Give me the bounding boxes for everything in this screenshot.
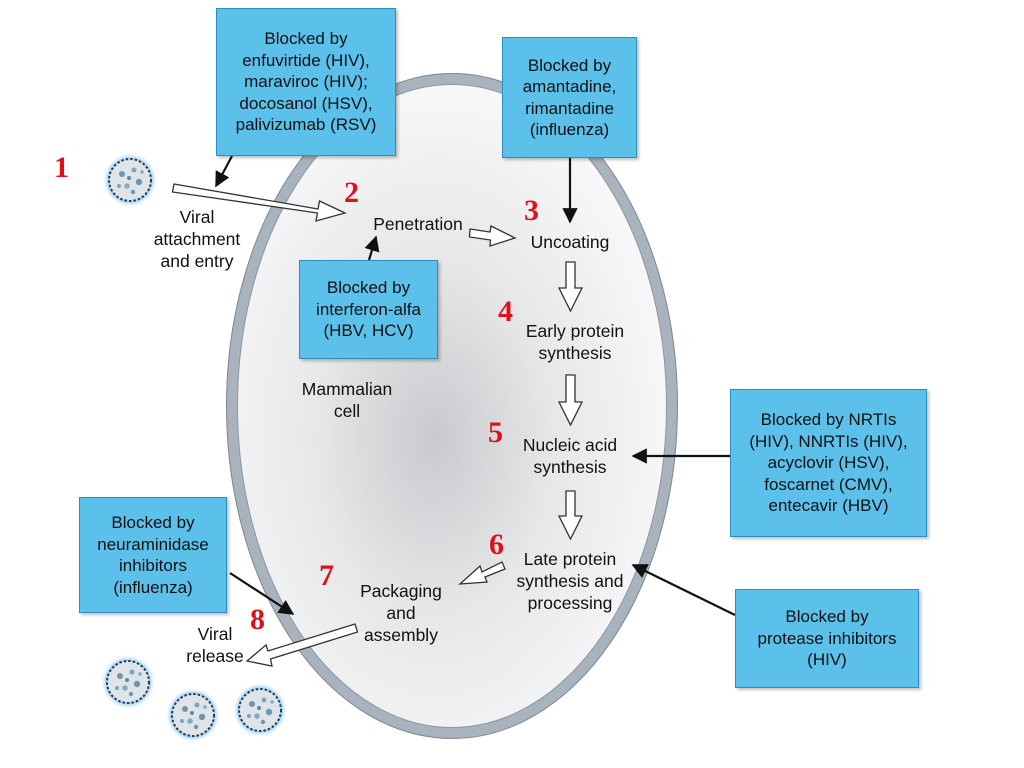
step-late-protein-label: Late protein synthesis and processing [503, 548, 637, 614]
virus-particle-icon [231, 681, 289, 739]
step-penetration-label: Penetration [360, 213, 476, 235]
virus-particle-icon [101, 151, 159, 209]
arrow-interferon-icon [364, 235, 380, 261]
cell-label-line: Mammalian [301, 379, 393, 399]
step-line: release [186, 646, 244, 666]
step-line: Viral [197, 624, 233, 644]
step-number-8: 8 [250, 603, 265, 636]
box-line: foscarnet (CMV), [764, 474, 893, 494]
protease-inhibitors-box: Blocked by protease inhibitors (HIV) [735, 589, 919, 688]
box-line: (influenza) [113, 577, 193, 597]
step-number-7: 7 [319, 559, 334, 592]
box-line: (HIV) [807, 650, 847, 670]
nucleic-acid-inhibitors-box: Blocked by NRTIs (HIV), NNRTIs (HIV), ac… [730, 389, 927, 537]
step-packaging-label: Packaging and assembly [346, 580, 456, 646]
box-line: (influenza) [529, 120, 610, 139]
step-line: Viral [179, 207, 215, 227]
interferon-box: Blocked by interferon-alfa (HBV, HCV) [299, 260, 438, 359]
step-number-3: 3 [524, 194, 539, 227]
box-line: interferon-alfa [316, 299, 421, 319]
step-number-6: 6 [489, 528, 504, 561]
box-line: Blocked by [326, 278, 411, 298]
step-number-4: 4 [498, 295, 513, 328]
box-line: amantadine, [522, 77, 617, 96]
box-line: (HIV), NNRTIs (HIV), [749, 431, 908, 451]
box-line: entecavir (HBV) [768, 496, 889, 516]
arrow-entry-icon [171, 183, 347, 222]
step-number-5: 5 [488, 416, 503, 449]
step-line: and entry [160, 251, 234, 271]
step-early-protein-label: Early protein synthesis [512, 320, 638, 364]
step-attachment-label: Viral attachment and entry [140, 206, 254, 272]
step-line: assembly [364, 625, 438, 645]
step-line: Early protein [525, 321, 625, 341]
box-line: inhibitors [118, 556, 188, 575]
step-line: synthesis [538, 343, 612, 363]
step-line: processing [527, 593, 613, 613]
step-number-1: 1 [54, 151, 69, 184]
step-number-2: 2 [344, 176, 359, 209]
step-line: Packaging [360, 581, 442, 601]
virus-particle-icon [99, 653, 157, 711]
box-line: (HBV, HCV) [323, 321, 414, 341]
step-line: synthesis and [516, 571, 624, 591]
arrow-protease-icon [631, 564, 736, 616]
arrow-uncoating-down-icon [557, 261, 584, 313]
box-line: rimantadine [525, 98, 614, 118]
arrow-late-to-packaging-icon [458, 561, 506, 585]
uncoating-inhibitors-box: Blocked by amantadine, rimantadine (infl… [502, 37, 637, 158]
step-line: Penetration [373, 214, 463, 234]
box-line: Blocked by [527, 55, 612, 75]
cell-label: Mammalian cell [282, 378, 412, 422]
step-line: synthesis [533, 457, 607, 477]
arrow-release-icon [245, 623, 359, 667]
arrow-neuraminidase-icon [229, 572, 295, 615]
box-line: maraviroc (HIV); [244, 72, 368, 92]
box-line: palivizumab (RSV) [235, 115, 377, 135]
arrow-entry-inhibitors-icon [215, 155, 233, 188]
virus-particle-icon [164, 686, 222, 744]
arrow-penetration-to-uncoating-icon [468, 225, 517, 247]
box-line: Blocked by [785, 607, 869, 627]
box-line: protease inhibitors [757, 628, 897, 648]
step-line: Nucleic acid [522, 435, 618, 455]
arrow-early-protein-down-icon [557, 374, 584, 427]
box-line: neuraminidase [97, 534, 209, 554]
box-line: enfuvirtide (HIV), [242, 50, 370, 70]
step-line: and [386, 603, 416, 623]
cell-label-line: cell [333, 401, 361, 421]
box-line: acyclovir (HSV), [767, 453, 890, 473]
step-release-label: Viral release [170, 623, 260, 667]
cell-membrane [226, 73, 678, 739]
entry-inhibitors-box: Blocked by enfuvirtide (HIV), maraviroc … [216, 8, 396, 156]
step-line: Uncoating [530, 232, 610, 252]
step-line: attachment [153, 229, 241, 249]
box-line: Blocked by [264, 29, 348, 49]
step-line: Late protein [523, 549, 617, 569]
neuraminidase-inhibitors-box: Blocked by neuraminidase inhibitors (inf… [79, 497, 227, 613]
step-nucleic-acid-label: Nucleic acid synthesis [508, 434, 632, 478]
box-line: Blocked by NRTIs [760, 410, 897, 430]
arrow-nucleic-acid-down-icon [557, 490, 584, 541]
box-line: Blocked by [111, 513, 195, 532]
step-uncoating-label: Uncoating [518, 231, 622, 253]
box-line: docosanol (HSV), [239, 93, 373, 113]
